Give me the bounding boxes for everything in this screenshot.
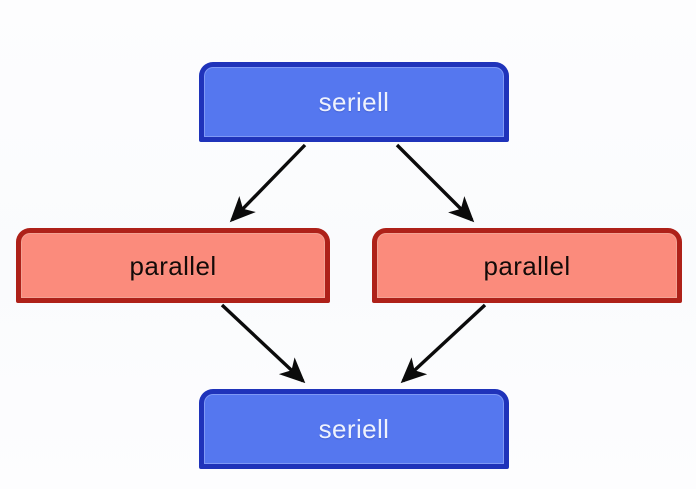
node-left-parallel-label: parallel (129, 250, 217, 281)
edge-left-to-bottom (220, 303, 306, 384)
edge-right-to-bottom (400, 303, 487, 384)
node-bottom-serial[interactable]: seriell (199, 389, 509, 469)
edge-top-to-right (395, 143, 475, 223)
node-top-serial-label: seriell (318, 87, 390, 117)
edge-top-to-left (229, 143, 307, 223)
node-right-parallel-label: parallel (483, 250, 571, 281)
node-right-parallel[interactable]: parallel (372, 228, 682, 303)
node-bottom-serial-label: seriell (318, 414, 390, 444)
node-left-parallel[interactable]: parallel (16, 228, 330, 303)
node-top-serial[interactable]: seriell (199, 62, 509, 142)
